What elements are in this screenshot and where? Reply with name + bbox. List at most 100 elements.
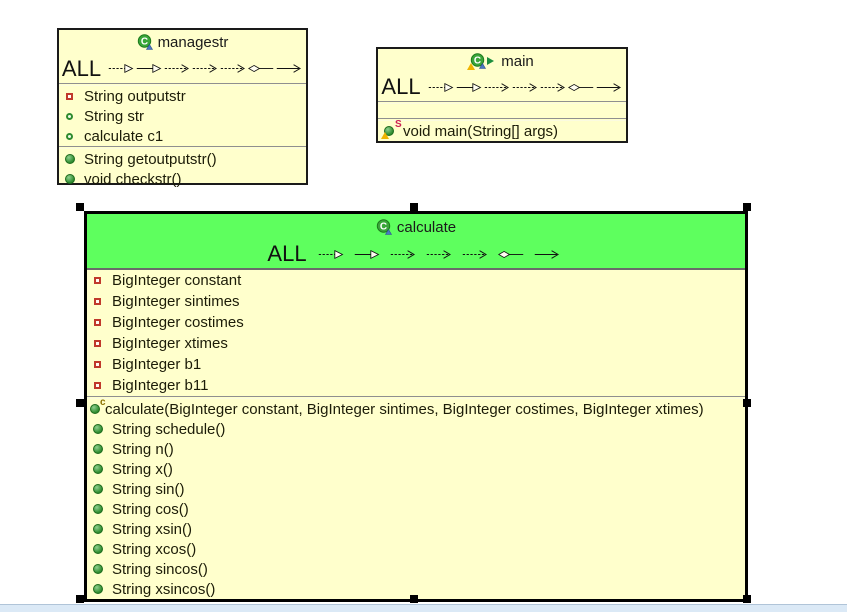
method-row[interactable]: String x()	[87, 459, 745, 479]
methods-section: c calculate(BigInteger constant, BigInte…	[87, 397, 745, 599]
relationship-filter-bar: ALL	[59, 54, 306, 83]
field-text: BigInteger b11	[112, 377, 209, 394]
class-header-managestr[interactable]: managestr	[59, 30, 306, 54]
dependency-arrow-icon[interactable]	[512, 81, 538, 94]
generalization-arrow-icon[interactable]	[456, 81, 482, 94]
selection-handle-w[interactable]	[76, 399, 84, 407]
filter-all-button[interactable]: ALL	[381, 74, 421, 99]
icon-wrap	[92, 361, 112, 368]
filter-all-button[interactable]: ALL	[61, 55, 102, 81]
method-row[interactable]: String n()	[87, 439, 745, 459]
realization-arrow-icon[interactable]	[108, 62, 134, 75]
selection-handle-nw[interactable]	[76, 203, 84, 211]
public-method-icon	[93, 564, 103, 574]
section-separator	[87, 396, 745, 399]
realization-arrow-icon[interactable]	[428, 81, 454, 94]
icon-wrap	[92, 564, 112, 574]
field-row[interactable]: BigInteger constant	[87, 270, 745, 291]
method-row[interactable]: void checkstr()	[59, 169, 306, 189]
method-row[interactable]: String getoutputstr()	[59, 149, 306, 169]
section-separator	[378, 101, 626, 104]
icon-wrap	[92, 319, 112, 326]
aggregation-arrow-icon[interactable]	[568, 81, 594, 94]
public-method-icon	[93, 544, 103, 554]
class-box-main[interactable]: main ALL S void main(String[] args)	[376, 47, 628, 143]
association-arrow-icon[interactable]	[534, 248, 560, 261]
field-text: BigInteger constant	[112, 272, 242, 289]
icon-wrap	[64, 112, 84, 120]
icon-wrap	[92, 544, 112, 554]
association-arrow-icon[interactable]	[276, 62, 302, 75]
dependency-arrow-icon[interactable]	[540, 81, 566, 94]
icon-wrap	[92, 584, 112, 594]
field-row[interactable]: BigInteger xtimes	[87, 333, 745, 354]
aggregation-arrow-icon[interactable]	[498, 248, 524, 261]
aggregation-arrow-icon[interactable]	[248, 62, 274, 75]
class-header-main[interactable]: main	[378, 49, 626, 73]
field-text: BigInteger xtimes	[112, 335, 228, 352]
field-row[interactable]: String str	[59, 106, 306, 126]
icon-wrap	[92, 524, 112, 534]
method-row[interactable]: String xsin()	[87, 519, 745, 539]
method-row[interactable]: String cos()	[87, 499, 745, 519]
selection-handle-s[interactable]	[410, 595, 418, 603]
dependency-arrow-icon[interactable]	[390, 248, 416, 261]
private-field-icon	[94, 340, 101, 347]
generalization-arrow-icon[interactable]	[354, 248, 380, 261]
public-method-icon	[93, 484, 103, 494]
run-arrow-icon	[487, 57, 495, 65]
method-row[interactable]: String xsincos()	[87, 579, 745, 599]
private-field-icon	[94, 319, 101, 326]
field-row[interactable]: BigInteger b1	[87, 354, 745, 375]
association-arrow-icon[interactable]	[596, 81, 622, 94]
class-header-calculate[interactable]: calculate	[87, 214, 745, 240]
dependency-arrow-icon[interactable]	[220, 62, 246, 75]
method-row[interactable]: S void main(String[] args)	[378, 119, 626, 141]
method-row[interactable]: c calculate(BigInteger constant, BigInte…	[87, 397, 745, 419]
realization-arrow-icon[interactable]	[318, 248, 344, 261]
selection-handle-sw[interactable]	[76, 595, 84, 603]
public-method-icon	[93, 464, 103, 474]
dependency-arrow-icon[interactable]	[462, 248, 488, 261]
method-row[interactable]: String xcos()	[87, 539, 745, 559]
field-row[interactable]: BigInteger b11	[87, 375, 745, 396]
dependency-arrow-icon[interactable]	[192, 62, 218, 75]
method-text: void checkstr()	[84, 170, 182, 188]
method-row[interactable]: String sincos()	[87, 559, 745, 579]
method-text: calculate(BigInteger constant, BigIntege…	[105, 400, 704, 418]
method-row[interactable]: String sin()	[87, 479, 745, 499]
constructor-modifier: c	[100, 397, 106, 408]
methods-section: S void main(String[] args)	[378, 119, 626, 141]
method-text: void main(String[] args)	[403, 122, 559, 140]
field-row[interactable]: BigInteger costimes	[87, 312, 745, 333]
private-field-icon	[66, 92, 73, 100]
public-method-icon	[384, 126, 394, 136]
dependency-arrow-icon[interactable]	[426, 248, 452, 261]
private-field-icon	[94, 361, 101, 368]
generalization-arrow-icon[interactable]	[136, 62, 162, 75]
field-row[interactable]: String outputstr	[59, 86, 306, 106]
public-method-icon	[65, 174, 75, 184]
icon-wrap	[92, 504, 112, 514]
selection-handle-n[interactable]	[410, 203, 418, 211]
public-method-icon	[65, 154, 75, 164]
public-method-icon	[93, 504, 103, 514]
filter-all-button[interactable]: ALL	[267, 241, 307, 266]
field-row[interactable]: BigInteger sintimes	[87, 291, 745, 312]
class-box-managestr[interactable]: managestr ALL String outputstr String st…	[57, 28, 308, 188]
private-field-icon	[94, 382, 101, 389]
dependency-arrow-icon[interactable]	[164, 62, 190, 75]
dependency-arrow-icon[interactable]	[484, 81, 510, 94]
selected-class-header[interactable]: calculate ALL	[87, 214, 745, 270]
field-row[interactable]: calculate c1	[59, 126, 306, 146]
window-bottom-edge	[0, 604, 847, 612]
method-text: String sincos()	[112, 560, 208, 578]
selection-handle-ne[interactable]	[743, 203, 751, 211]
selection-handle-e[interactable]	[743, 399, 751, 407]
class-box-calculate[interactable]: calculate ALL BigInteger constant BigInt…	[84, 211, 748, 602]
class-name: main	[501, 52, 534, 70]
method-row[interactable]: String schedule()	[87, 419, 745, 439]
static-modifier: S	[395, 119, 402, 130]
selection-handle-se[interactable]	[743, 595, 751, 603]
